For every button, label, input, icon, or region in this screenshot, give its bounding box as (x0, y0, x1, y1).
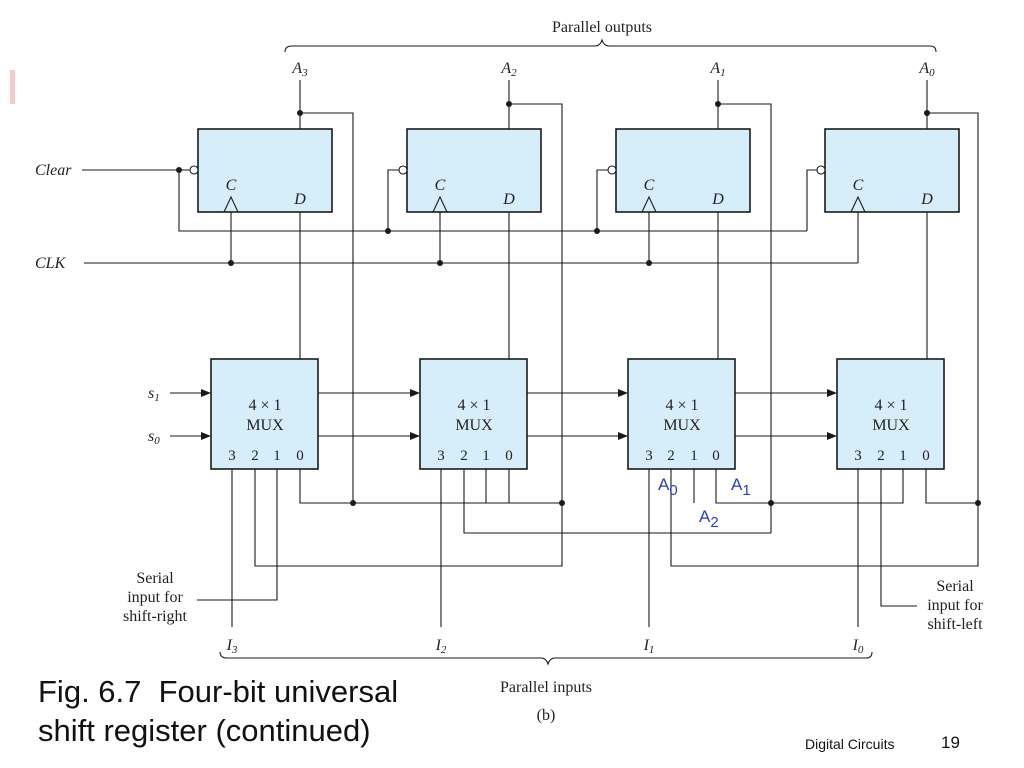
svg-text:Serial: Serial (136, 570, 174, 587)
parallel-input-wiring (231, 469, 859, 627)
svg-text:input for: input for (127, 589, 183, 606)
mux-3: 4 × 1 MUX 3 2 1 0 (210, 358, 319, 470)
slide-accent-mark (10, 70, 15, 104)
mux-0-label: MUX (872, 417, 910, 434)
mux-2-size: 4 × 1 (457, 397, 490, 414)
figure-caption: Fig. 6.7 Four-bit universal shift regist… (38, 672, 398, 750)
mux-2-pin-0: 0 (505, 448, 513, 464)
select-wiring (170, 389, 837, 440)
shift-wiring (197, 103, 981, 607)
page-number: 19 (941, 733, 960, 752)
clear-wiring (82, 167, 817, 234)
mux-3-pin-0: 0 (296, 448, 304, 464)
mux-1-pin-2: 2 (667, 448, 675, 464)
mux-3-pin-3: 3 (228, 448, 236, 464)
output-label-a2: A2 (500, 60, 517, 79)
mux-2-pin-1: 1 (482, 448, 490, 464)
mux-1-label: MUX (663, 417, 701, 434)
mux-0-pin-1: 1 (899, 448, 907, 464)
annotation-a0: A0 (658, 475, 678, 499)
flipflop-3-data-pin: D (293, 191, 306, 208)
diagram-sub-label: (b) (537, 707, 556, 724)
annotation-a1: A1 (731, 475, 751, 499)
mux-3-pin-2: 2 (251, 448, 259, 464)
svg-text:input for: input for (927, 597, 983, 614)
flipflop-1: C D (615, 128, 751, 213)
flipflop-3: C D (197, 128, 333, 213)
clk-wiring (84, 212, 859, 266)
output-wiring (297, 80, 930, 129)
mux-to-d-wiring (299, 212, 928, 359)
mux-1: 4 × 1 MUX 3 2 1 0 (627, 358, 736, 470)
mux-1-size: 4 × 1 (665, 397, 698, 414)
flipflop-2: C D (406, 128, 542, 213)
parallel-inputs-label: Parallel inputs (500, 679, 592, 696)
mux-1-pin-0: 0 (712, 448, 720, 464)
mux-2-pin-3: 3 (437, 448, 445, 464)
clk-label: CLK (35, 255, 67, 272)
svg-text:shift-left: shift-left (927, 616, 983, 633)
figure-caption-line-1: Fig. 6.7 Four-bit universal (38, 674, 399, 709)
clear-bubble-2 (398, 165, 408, 175)
parallel-outputs-label: Parallel outputs (552, 19, 652, 36)
input-label-i1: I1 (643, 637, 655, 656)
output-label-a1: A1 (709, 60, 725, 79)
flipflop-1-clock-pin: C (644, 177, 655, 194)
mux-3-pin-1: 1 (273, 448, 281, 464)
mux-3-label: MUX (246, 417, 284, 434)
mux-0-pin-2: 2 (877, 448, 885, 464)
clear-label: Clear (35, 162, 72, 179)
mux-2: 4 × 1 MUX 3 2 1 0 (419, 358, 528, 470)
input-label-i0: I0 (852, 637, 864, 656)
serial-shift-right-label: Serial input for shift-right (123, 570, 188, 625)
flipflop-2-clock-pin: C (435, 177, 446, 194)
clear-bubble-1 (607, 165, 617, 175)
flipflop-1-data-pin: D (711, 191, 724, 208)
flipflop-0-clock-pin: C (853, 177, 864, 194)
mux-3-size: 4 × 1 (248, 397, 281, 414)
parallel-outputs-brace (284, 38, 937, 53)
mux-0-size: 4 × 1 (874, 397, 907, 414)
mux-0-pin-0: 0 (922, 448, 930, 464)
svg-text:shift-right: shift-right (123, 608, 188, 625)
footer-course-label: Digital Circuits (805, 736, 895, 752)
mux-1-pin-3: 3 (645, 448, 653, 464)
output-label-a3: A3 (291, 60, 308, 79)
s1-label: s1 (148, 385, 160, 404)
serial-shift-left-label: Serial input for shift-left (927, 578, 983, 633)
mux-2-pin-2: 2 (460, 448, 468, 464)
mux-0-pin-3: 3 (854, 448, 862, 464)
flipflop-0: C D (824, 128, 960, 213)
flipflop-3-clock-pin: C (226, 177, 237, 194)
mux-2-label: MUX (455, 417, 493, 434)
mux-0: 4 × 1 MUX 3 2 1 0 (836, 358, 945, 470)
svg-text:Serial: Serial (936, 578, 974, 595)
flipflop-2-data-pin: D (502, 191, 515, 208)
clear-bubble-3 (189, 165, 199, 175)
clear-bubble-0 (816, 165, 826, 175)
input-label-i2: I2 (435, 637, 447, 656)
parallel-inputs-brace (219, 651, 873, 666)
output-label-a0: A0 (918, 60, 935, 79)
mux-1-pin-1: 1 (690, 448, 698, 464)
annotation-a2: A2 (699, 507, 719, 531)
input-label-i3: I3 (226, 637, 238, 656)
figure-caption-line-2: shift register (continued) (38, 713, 371, 748)
s0-label: s0 (148, 428, 160, 447)
flipflop-0-data-pin: D (920, 191, 933, 208)
